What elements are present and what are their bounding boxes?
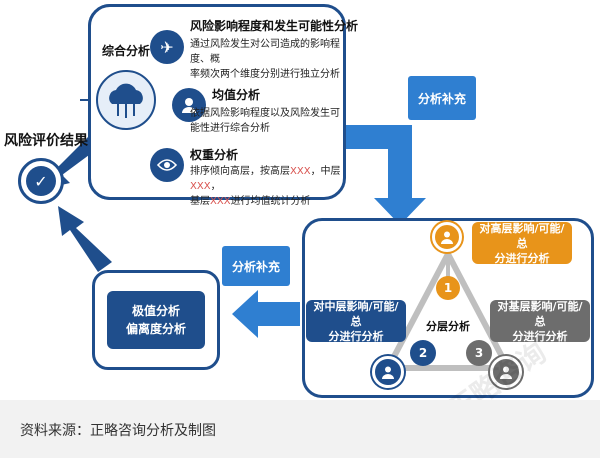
cloud-network-icon	[96, 70, 156, 130]
comprehensive-label: 综合分析	[102, 44, 151, 58]
node-1: 1	[436, 276, 460, 300]
eye-icon	[150, 148, 184, 182]
person-icon	[172, 88, 206, 122]
item2-title: 均值分析	[212, 88, 261, 102]
item3-desc-line2: 基层XXX进行均值统计分析	[190, 196, 311, 207]
result-label: 风险评价结果	[4, 133, 88, 149]
base-level-box: 对基层影响/可能/总分进行分析	[490, 300, 590, 343]
item2-desc-line2: 能性进行综合分析	[190, 123, 270, 134]
airplane-icon: ✈	[150, 30, 184, 64]
result-node: ✓	[18, 158, 64, 204]
supplement-tag-top: 分析补充	[408, 76, 476, 120]
check-icon: ✓	[26, 166, 56, 196]
layered-center-label: 分层分析	[426, 320, 470, 333]
node-3: 3	[466, 340, 492, 366]
item1-title: 风险影响程度和发生可能性分析	[190, 19, 359, 33]
item3-title: 权重分析	[190, 148, 239, 162]
item3-desc: 排序倾向高层，按高层XXX，中层XXX， 基层XXX进行均值统计分析	[190, 164, 342, 209]
supplement-tag-middle: 分析补充	[222, 246, 290, 286]
middle-level-node	[372, 356, 404, 388]
item1-desc-line2: 率频次两个维度分别进行独立分析	[190, 69, 340, 80]
footer-bar: 资料来源：正略咨询分析及制图	[0, 400, 600, 458]
source-note: 资料来源：正略咨询分析及制图	[20, 423, 216, 439]
arrow-elbow-down	[338, 125, 426, 225]
arrow-left	[232, 290, 300, 338]
extreme-box: 极值分析 偏离度分析	[107, 291, 205, 349]
extreme-line2: 偏离度分析	[125, 322, 186, 336]
middle-level-box: 对中层影响/可能/总分进行分析	[306, 300, 406, 343]
item2-desc: 依据风险影响程度以及风险发生可 能性进行综合分析	[190, 106, 340, 136]
item3-desc-line1: 排序倾向高层，按高层XXX，中层XXX，	[190, 166, 341, 192]
arrow-to-result-bottom	[58, 206, 112, 272]
high-level-node	[432, 222, 462, 252]
item2-desc-line1: 依据风险影响程度以及风险发生可	[190, 108, 340, 119]
high-level-box: 对高层影响/可能/总分进行分析	[472, 222, 572, 265]
item1-desc-line1: 通过风险发生对公司造成的影响程度、概	[190, 39, 340, 65]
extreme-line1: 极值分析	[131, 304, 180, 318]
base-level-node	[490, 356, 522, 388]
extreme-panel: 极值分析 偏离度分析	[92, 270, 220, 370]
item1-desc: 通过风险发生对公司造成的影响程度、概 率频次两个维度分别进行独立分析	[190, 37, 340, 82]
node-2: 2	[410, 340, 436, 366]
